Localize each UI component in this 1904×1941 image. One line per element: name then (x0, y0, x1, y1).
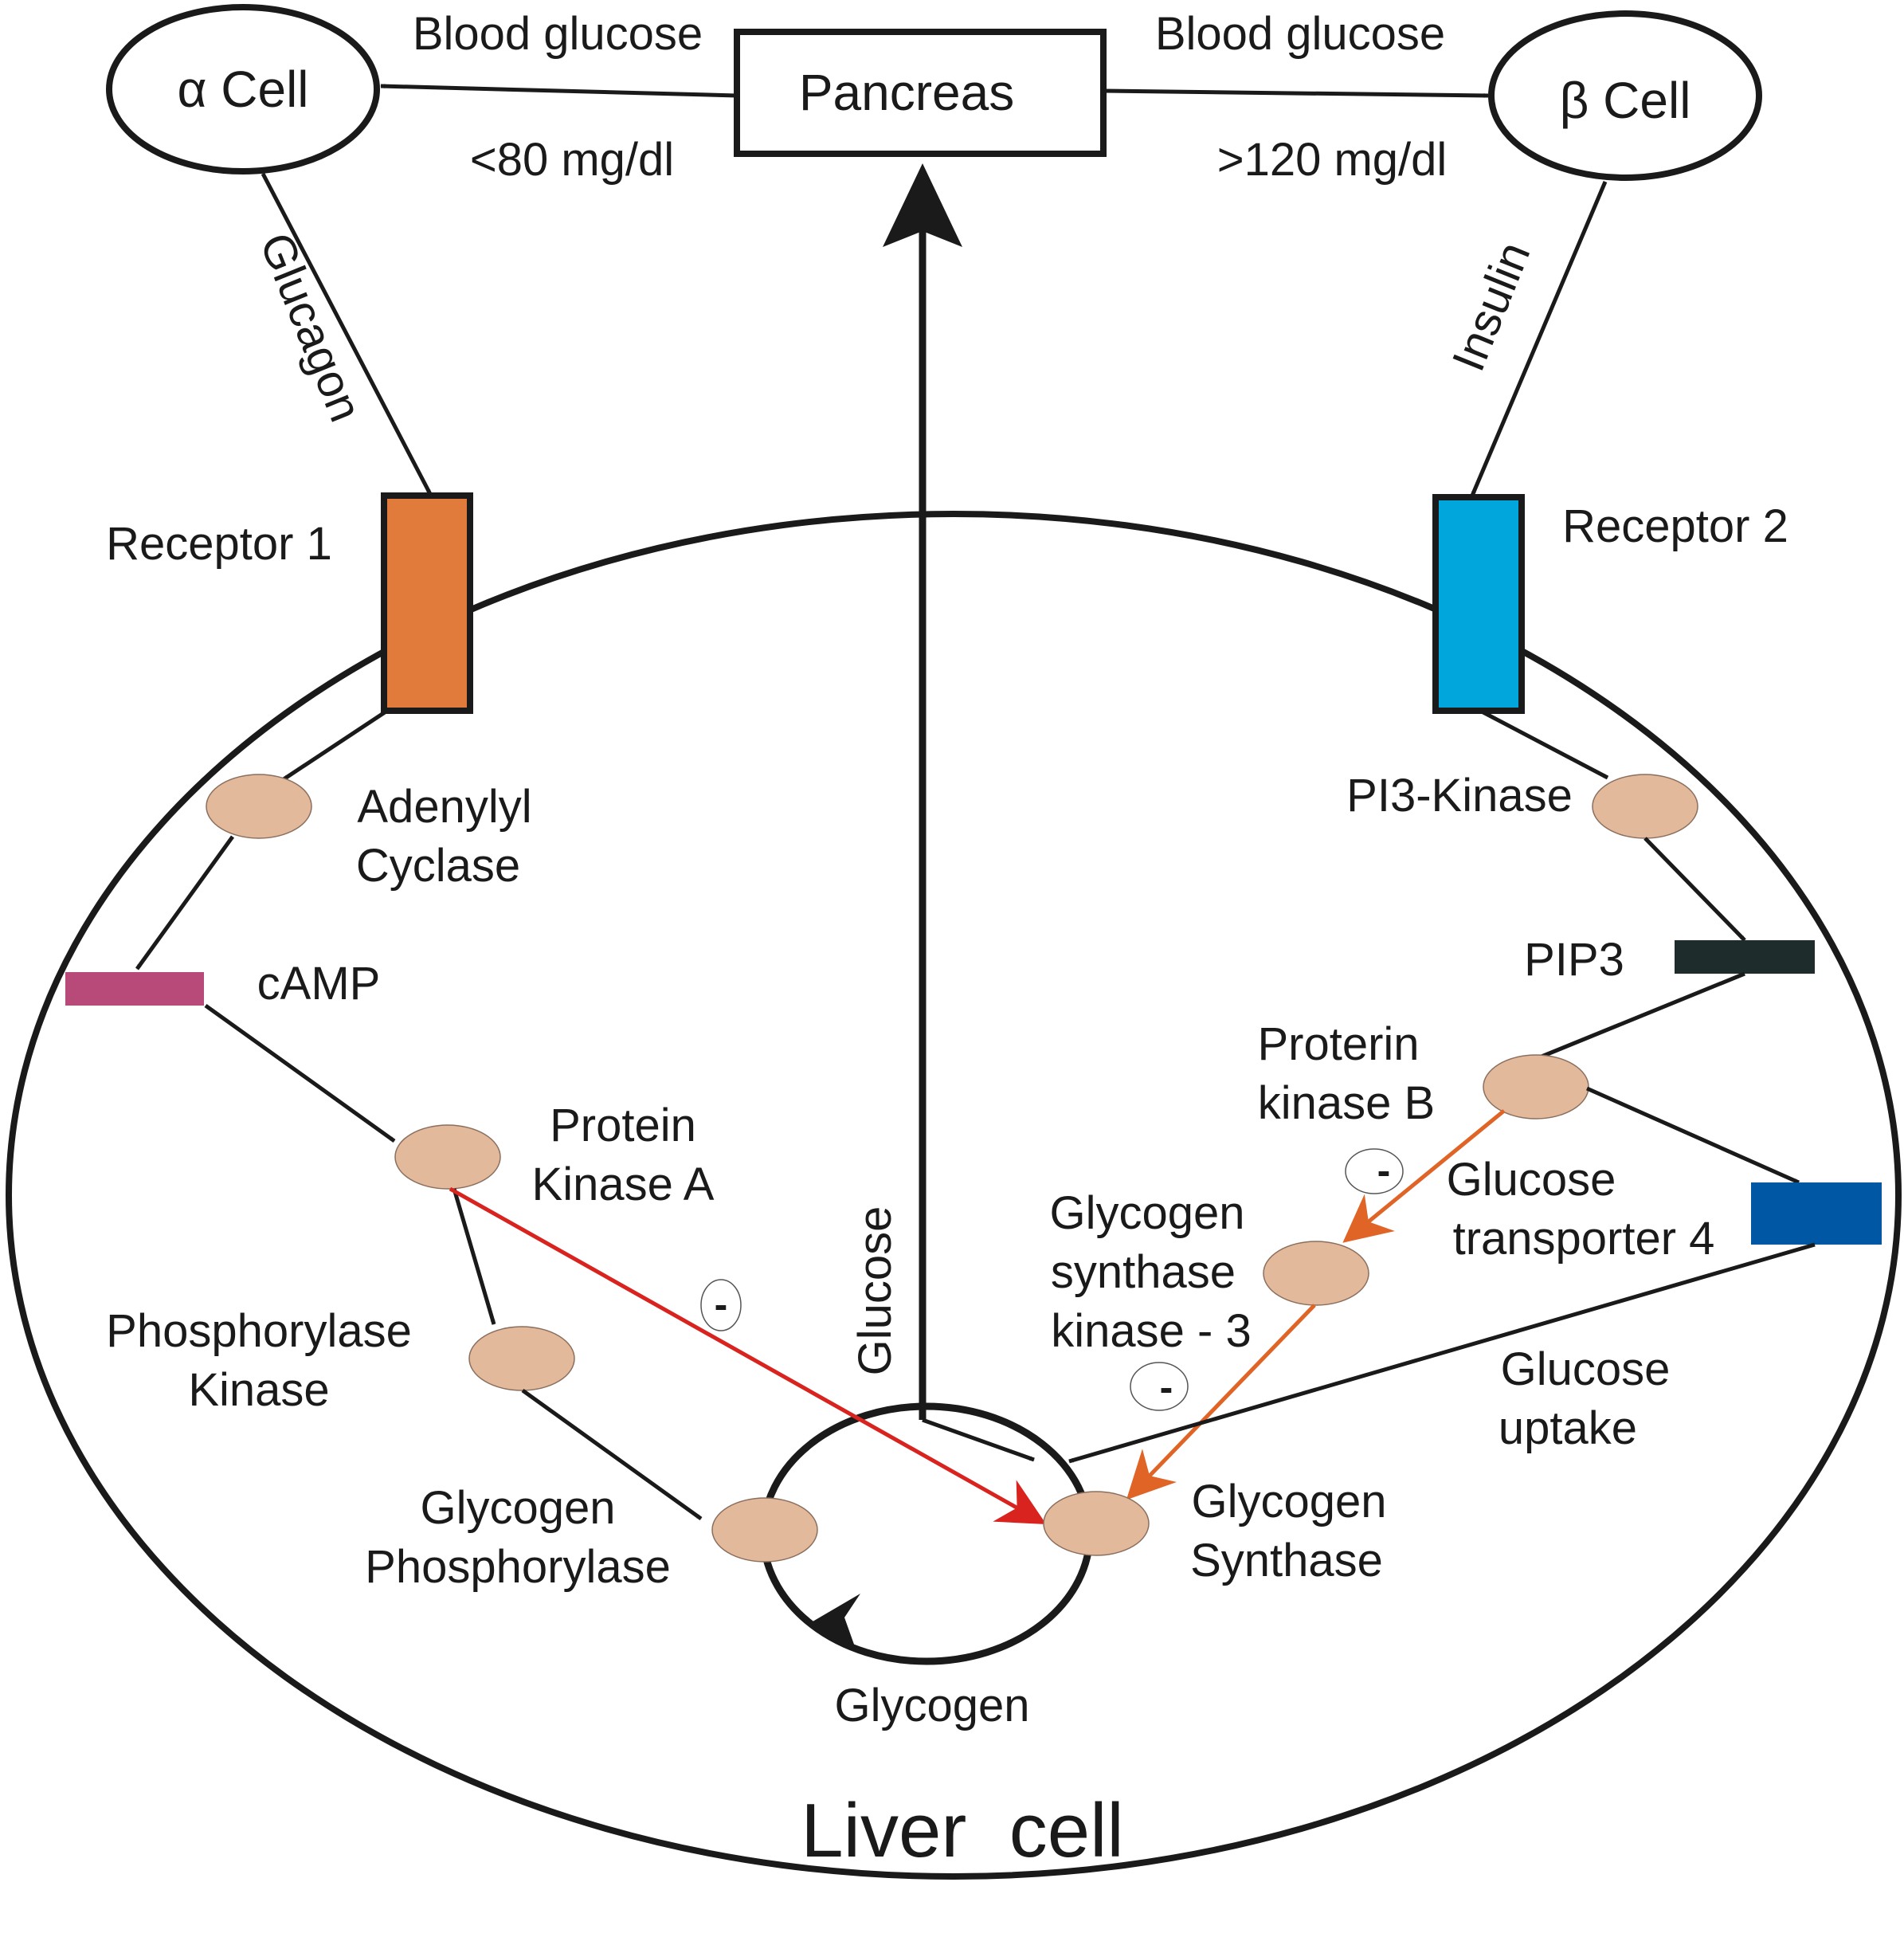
gsk3-inhibits-gs-arrow (1126, 1304, 1316, 1500)
receptor-2 (1432, 494, 1525, 714)
blood-glucose-left-label: Blood glucose (413, 8, 703, 60)
phosphorylase-kinase-label-2: Kinase (188, 1364, 329, 1416)
gsk3-label-3: kinase - 3 (1051, 1305, 1251, 1357)
pancreas-node (734, 29, 1107, 157)
gsk3-label-2: synthase (1051, 1246, 1236, 1298)
alpha-cell-node (106, 4, 380, 174)
liver-cell-label: Liver cell (801, 1788, 1123, 1873)
pi3-kinase-enzyme (1592, 774, 1698, 839)
beta-cell-node (1488, 10, 1762, 181)
glucose-transporter-4-bar (1751, 1182, 1882, 1245)
glucose-into-cycle-arrow (922, 1418, 1035, 1462)
glucose-uptake-label-2: uptake (1499, 1402, 1637, 1454)
inhibit-badge-pkb (1345, 1148, 1404, 1194)
inhibit-badge-pka (700, 1279, 742, 1331)
glucose-uptake-arrow (1068, 1242, 1816, 1464)
pkb-to-glut4-arrow (1585, 1086, 1800, 1185)
protein-kinase-a-label-2: Kinase A (532, 1159, 715, 1210)
pancreas-to-beta-arrow (1103, 88, 1489, 98)
protein-kinase-b-enzyme (1483, 1054, 1589, 1120)
pip3-to-pkb-arrow (1537, 971, 1745, 1061)
adenylyl-cyclase-enzyme (206, 774, 312, 839)
pip3-label: PIP3 (1524, 934, 1624, 986)
glycogen-label: Glycogen (834, 1680, 1029, 1731)
pi3k-to-pip3-arrow (1643, 837, 1746, 942)
camp-bar (65, 972, 204, 1006)
adenylyl-cyclase-label-2: Cyclase (356, 840, 520, 892)
glycogen-synthase-label-2: Synthase (1190, 1535, 1383, 1586)
liver-cell-membrane (6, 511, 1902, 1880)
glycogen-synthase-label-1: Glycogen (1191, 1476, 1386, 1527)
blood-glucose-right-label: Blood glucose (1155, 8, 1445, 60)
camp-to-pka-arrow (204, 1003, 396, 1143)
adenylyl-to-camp-arrow (135, 835, 235, 970)
glycogen-synthase-enzyme (1043, 1491, 1150, 1556)
inhibit-badge-pkb-label: - (1377, 1148, 1391, 1193)
high-threshold-label: >120 mg/dl (1217, 134, 1448, 186)
pka-inhibits-gs-arrow (449, 1186, 1047, 1524)
glucose-to-pancreas-arrowhead (883, 163, 962, 247)
glucagon-label: Glucagon (249, 225, 371, 429)
protein-kinase-b-label-1: Proterin (1257, 1018, 1419, 1070)
inhibit-badge-gsk3 (1130, 1362, 1189, 1411)
receptor-1 (381, 492, 473, 714)
receptor-1-label: Receptor 1 (106, 518, 332, 570)
glucose-uptake-label-1: Glucose (1501, 1343, 1671, 1395)
inhibit-badge-gsk3-label: - (1160, 1365, 1173, 1410)
alpha-cell-label: α Cell (177, 61, 308, 118)
receptor-2-label: Receptor 2 (1562, 500, 1788, 552)
protein-kinase-a-enzyme (394, 1124, 501, 1190)
glucose-transporter-4-label-2: transporter 4 (1453, 1213, 1715, 1265)
glycogen-phosphorylase-label-2: Phosphorylase (365, 1541, 671, 1593)
glucagon-arrow (261, 172, 433, 496)
pkb-inhibits-gsk3-arrow (1342, 1109, 1506, 1243)
protein-kinase-b-label-2: kinase B (1258, 1077, 1435, 1129)
gsk3-label-1: Glycogen (1049, 1187, 1244, 1239)
receptor1-to-adenylyl-arrow (282, 708, 389, 782)
phosphorylase-kinase-enzyme (468, 1326, 575, 1391)
gsk3-enzyme (1263, 1241, 1369, 1306)
beta-cell-label: β Cell (1560, 72, 1691, 129)
glycogen-cycle-arrowhead (809, 1594, 860, 1651)
receptor2-to-pi3k-arrow (1479, 708, 1609, 780)
camp-label: cAMP (257, 958, 381, 1010)
glycogen-phosphorylase-enzyme (711, 1497, 818, 1563)
low-threshold-label: <80 mg/dl (470, 134, 674, 186)
pi3-kinase-label: PI3-Kinase (1346, 770, 1573, 821)
phosphorylase-kinase-label-1: Phosphorylase (106, 1305, 412, 1357)
insulin-label: Insulin (1442, 235, 1540, 378)
phk-to-gp-arrow (521, 1388, 703, 1521)
glucose-transporter-4-label-1: Glucose (1447, 1154, 1616, 1206)
glycogen-phosphorylase-label-1: Glycogen (420, 1482, 615, 1534)
pip3-bar (1675, 940, 1815, 974)
pka-to-phk-arrow (452, 1188, 496, 1325)
protein-kinase-a-label-1: Protein (550, 1100, 696, 1151)
pancreas-label: Pancreas (799, 64, 1014, 121)
insulin-arrow (1470, 181, 1608, 496)
pancreas-to-alpha-arrow (380, 84, 738, 98)
inhibit-badge-pka-label: - (715, 1282, 728, 1327)
adenylyl-cyclase-label-1: Adenylyl (357, 781, 531, 833)
glucose-label: Glucose (849, 1206, 901, 1376)
